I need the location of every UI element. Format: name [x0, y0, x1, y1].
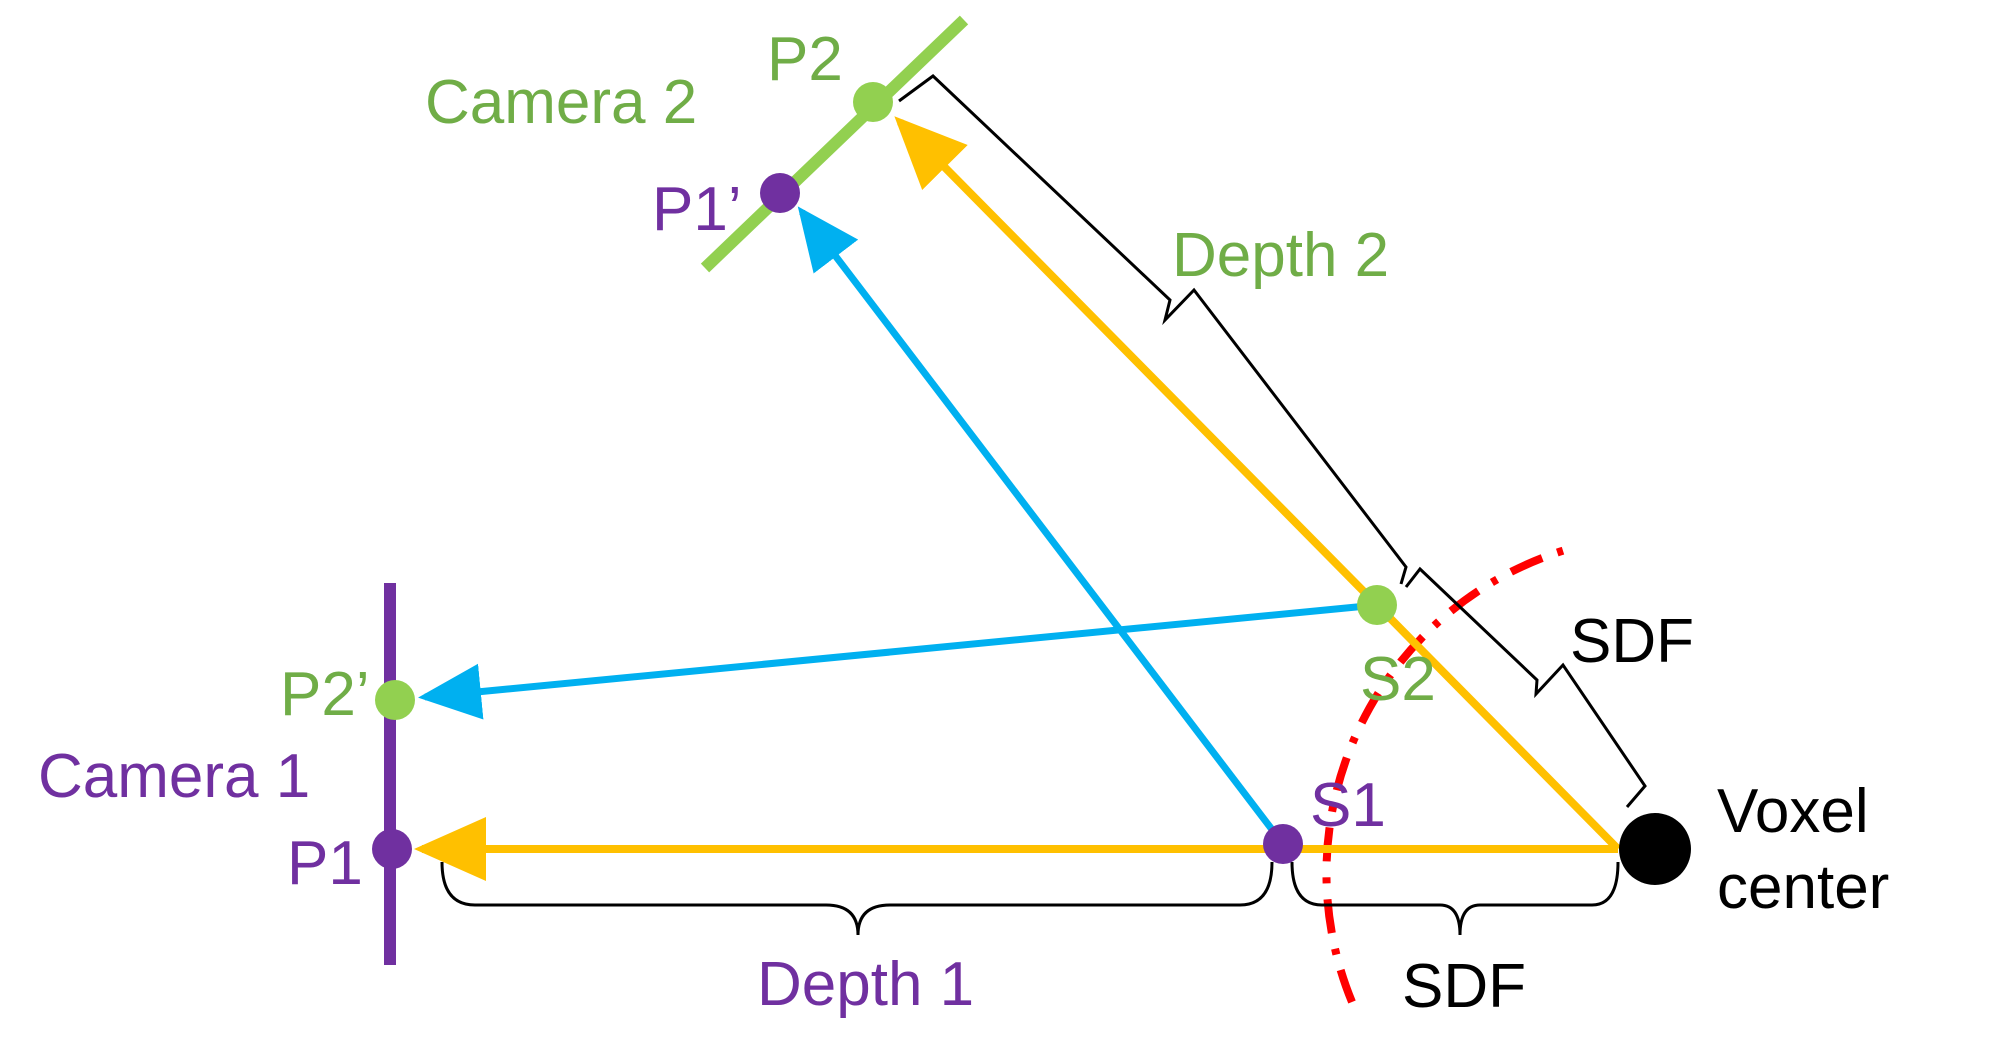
camera1-label: Camera 1	[38, 742, 310, 811]
ray-to-camera2	[894, 116, 1621, 852]
depth2-label: Depth 2	[1172, 221, 1389, 290]
s2-point	[1357, 585, 1397, 625]
s2-label: S2	[1360, 645, 1436, 714]
projection-s2-to-camera1	[418, 601, 1378, 720]
p2-label: P2	[767, 25, 843, 94]
p2-prime-point	[375, 680, 415, 720]
p1-prime-point	[760, 173, 800, 213]
depth2-brace	[898, 74, 1408, 585]
camera2-label: Camera 2	[425, 68, 697, 137]
sdf-diagonal-label: SDF	[1570, 607, 1694, 676]
projection-s1-to-camera2	[797, 206, 1286, 847]
p2-point	[853, 82, 893, 122]
sdf1-brace	[1290, 861, 1620, 936]
s1-point	[1263, 824, 1303, 864]
sdf-horizontal-label: SDF	[1402, 952, 1526, 1021]
p1-point	[372, 829, 412, 869]
surface-arc	[1322, 544, 1574, 1004]
voxel-label-line2: center	[1717, 853, 1889, 922]
sdf2-brace	[1404, 566, 1647, 808]
s1-label: S1	[1310, 771, 1386, 840]
voxel-label-line1: Voxel	[1717, 777, 1869, 846]
p2-prime-label: P2’	[280, 660, 370, 729]
p1-label: P1	[287, 829, 363, 898]
depth1-label: Depth 1	[757, 950, 974, 1019]
camera2-plane	[700, 15, 969, 273]
voxel-center-point	[1619, 813, 1691, 885]
p1-prime-label: P1’	[652, 175, 742, 244]
depth1-brace	[440, 861, 1274, 936]
